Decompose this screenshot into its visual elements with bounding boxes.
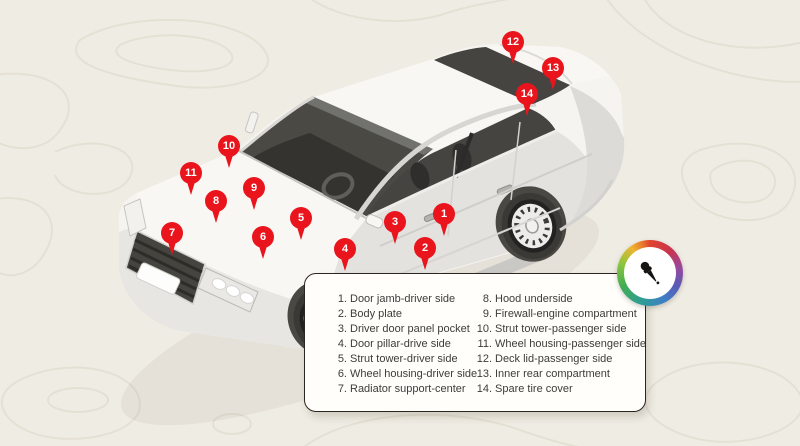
pin-number: 1 bbox=[440, 207, 448, 220]
legend-item-label: Spare tire cover bbox=[495, 383, 573, 395]
pin-number: 5 bbox=[297, 211, 305, 224]
pin-number: 3 bbox=[391, 215, 399, 228]
legend-item-number: 10. bbox=[476, 323, 492, 335]
legend-item-number: 5. bbox=[337, 353, 347, 365]
legend-column-1: 1.Door jamb-driver side 2.Body plate 3.D… bbox=[337, 292, 477, 411]
seat bbox=[410, 162, 430, 190]
grille bbox=[125, 229, 206, 306]
pin-6: 6 bbox=[252, 226, 274, 248]
pin-number: 7 bbox=[168, 226, 176, 239]
legend-item-number: 3. bbox=[337, 323, 347, 335]
legend-item: 3.Driver door panel pocket bbox=[337, 322, 471, 337]
legend-item-number: 1. bbox=[337, 293, 347, 305]
roof-panel bbox=[314, 59, 533, 150]
legend-column-2: 8.Hood underside 9.Firewall-engine compa… bbox=[475, 292, 646, 411]
legend-item: 2.Body plate bbox=[337, 307, 471, 322]
legend-item-label: Inner rear compartment bbox=[495, 368, 610, 380]
legend-item-label: Deck lid-passenger side bbox=[495, 353, 613, 365]
legend-item-label: Driver door panel pocket bbox=[350, 323, 470, 335]
passenger-mirror bbox=[245, 111, 259, 134]
driver-mirror bbox=[365, 213, 384, 229]
pin-number: 9 bbox=[250, 181, 258, 194]
legend-item-number: 7. bbox=[337, 383, 347, 395]
legend-item-number: 9. bbox=[482, 308, 492, 320]
legend-item-label: Body plate bbox=[350, 308, 402, 320]
pin-number: 4 bbox=[341, 242, 349, 255]
color-wheel-badge bbox=[617, 240, 683, 306]
legend-item-number: 13. bbox=[476, 368, 492, 380]
eyedropper-icon bbox=[640, 261, 660, 285]
pin-number: 6 bbox=[259, 230, 267, 243]
left-headlight bbox=[123, 198, 147, 237]
a-pillar-trim bbox=[240, 95, 315, 153]
rear-bumper-trim bbox=[559, 179, 614, 232]
pin-number: 2 bbox=[421, 241, 429, 254]
windshield-highlight bbox=[306, 97, 433, 155]
legend-item-label: Wheel housing-passenger side bbox=[495, 338, 647, 350]
pin-13: 13 bbox=[542, 57, 564, 79]
legend-item-label: Hood underside bbox=[495, 293, 573, 305]
legend-item: 5.Strut tower-driver side bbox=[337, 352, 471, 367]
pin-number: 14 bbox=[520, 87, 534, 100]
legend-item-number: 2. bbox=[337, 308, 347, 320]
rear-quarter-shade bbox=[568, 86, 625, 227]
legend-item: 9.Firewall-engine compartment bbox=[475, 307, 646, 322]
dashboard bbox=[252, 133, 394, 213]
steering-wheel bbox=[321, 172, 355, 200]
color-wheel-center bbox=[624, 247, 676, 299]
pin-2: 2 bbox=[414, 237, 436, 259]
legend-item-label: Door jamb-driver side bbox=[350, 293, 456, 305]
legend-item: 10.Strut tower-passenger side bbox=[475, 322, 646, 337]
pin-7: 7 bbox=[161, 222, 183, 244]
legend-item-label: Firewall-engine compartment bbox=[495, 308, 637, 320]
license-plate bbox=[136, 262, 181, 295]
beltline-trim bbox=[365, 129, 557, 220]
pin-number: 11 bbox=[185, 166, 197, 179]
pin-1: 1 bbox=[433, 203, 455, 225]
cowl-line bbox=[238, 150, 367, 219]
roofline-trim bbox=[353, 101, 537, 221]
legend-item-label: Radiator support-center bbox=[350, 383, 466, 395]
pin-number: 12 bbox=[506, 35, 520, 48]
pin-5: 5 bbox=[290, 207, 312, 229]
pin-number: 8 bbox=[212, 194, 220, 207]
pin-3: 3 bbox=[384, 211, 406, 233]
pin-4: 4 bbox=[334, 238, 356, 260]
legend-item: 8.Hood underside bbox=[475, 292, 646, 307]
legend-item: 7.Radiator support-center bbox=[337, 382, 471, 397]
legend-item-label: Door pillar-drive side bbox=[350, 338, 451, 350]
legend-item-label: Wheel housing-driver side bbox=[350, 368, 478, 380]
legend-item-number: 14. bbox=[476, 383, 492, 395]
pin-9: 9 bbox=[243, 177, 265, 199]
legend-card: 1.Door jamb-driver side 2.Body plate 3.D… bbox=[304, 273, 646, 412]
pin-number: 13 bbox=[546, 61, 560, 74]
legend-item: 13.Inner rear compartment bbox=[475, 367, 646, 382]
pin-14: 14 bbox=[516, 83, 538, 105]
pin-11: 11 bbox=[180, 162, 202, 184]
pin-10: 10 bbox=[218, 135, 240, 157]
legend-item-number: 11. bbox=[477, 338, 492, 350]
right-headlight bbox=[197, 267, 259, 313]
b-pillar bbox=[454, 132, 474, 178]
legend-item-number: 8. bbox=[482, 293, 492, 305]
pin-number: 10 bbox=[222, 139, 236, 152]
legend-item: 1.Door jamb-driver side bbox=[337, 292, 471, 307]
legend-item: 4.Door pillar-drive side bbox=[337, 337, 471, 352]
legend-item-number: 4. bbox=[337, 338, 347, 350]
legend-item: 6.Wheel housing-driver side bbox=[337, 367, 477, 382]
pin-8: 8 bbox=[205, 190, 227, 212]
legend-item: 14.Spare tire cover bbox=[475, 382, 646, 397]
pin-12: 12 bbox=[502, 31, 524, 53]
legend-item: 11.Wheel housing-passenger side bbox=[475, 337, 647, 352]
legend-item-label: Strut tower-driver side bbox=[350, 353, 458, 365]
legend-item-label: Strut tower-passenger side bbox=[495, 323, 627, 335]
legend-item: 12.Deck lid-passenger side bbox=[475, 352, 646, 367]
legend-item-number: 6. bbox=[337, 368, 347, 380]
legend-item-number: 12. bbox=[476, 353, 492, 365]
